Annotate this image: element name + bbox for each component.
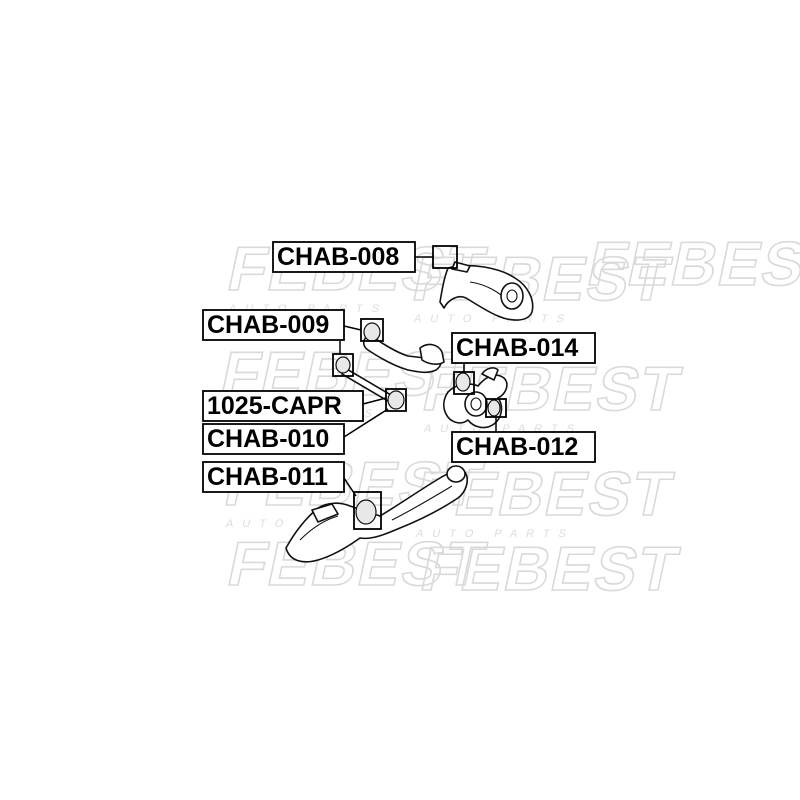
watermark-brand: FEBEST bbox=[582, 230, 800, 299]
callout-label: CHAB-008 bbox=[277, 243, 399, 271]
callout-label: CHAB-012 bbox=[456, 433, 578, 461]
watermark-brand: FEBEST bbox=[222, 530, 493, 599]
bushing-box-chab-009-lower[interactable] bbox=[332, 353, 354, 377]
trailing-rod-drawing bbox=[335, 356, 405, 410]
callout-label: CHAB-014 bbox=[456, 334, 578, 362]
callout-label: CHAB-009 bbox=[207, 311, 329, 339]
knuckle-drawing bbox=[443, 367, 508, 429]
callout-chab-012[interactable]: CHAB-012 bbox=[451, 431, 596, 463]
watermark-tagline: AUTO PARTS bbox=[415, 528, 577, 540]
callout-chab-008[interactable]: CHAB-008 bbox=[272, 241, 416, 273]
lateral-link-drawing bbox=[362, 322, 445, 374]
leader-lines bbox=[339, 256, 497, 497]
callout-label: 1025-CAPR bbox=[207, 392, 342, 420]
callout-1025-capr[interactable]: 1025-CAPR bbox=[202, 390, 364, 422]
callout-label: CHAB-010 bbox=[207, 425, 329, 453]
bushing-box-chab-011[interactable] bbox=[353, 491, 382, 530]
callout-chab-011[interactable]: CHAB-011 bbox=[202, 461, 345, 493]
watermark-tagline: AUTO PARTS bbox=[423, 423, 585, 435]
callout-chab-010[interactable]: CHAB-010 bbox=[202, 423, 345, 455]
upper-control-arm-drawing bbox=[439, 261, 534, 321]
watermark-tagline: AUTO PARTS bbox=[413, 313, 575, 325]
callout-label: CHAB-011 bbox=[207, 463, 328, 491]
watermark-brand: FEBEST bbox=[415, 535, 686, 604]
watermark-tagline: AUTO PARTS bbox=[228, 303, 390, 315]
callout-chab-014[interactable]: CHAB-014 bbox=[451, 332, 596, 364]
bushing-box-1025-capr[interactable] bbox=[385, 388, 407, 412]
callout-chab-009[interactable]: CHAB-009 bbox=[202, 309, 345, 341]
trailing-arm-drawing bbox=[285, 465, 468, 563]
